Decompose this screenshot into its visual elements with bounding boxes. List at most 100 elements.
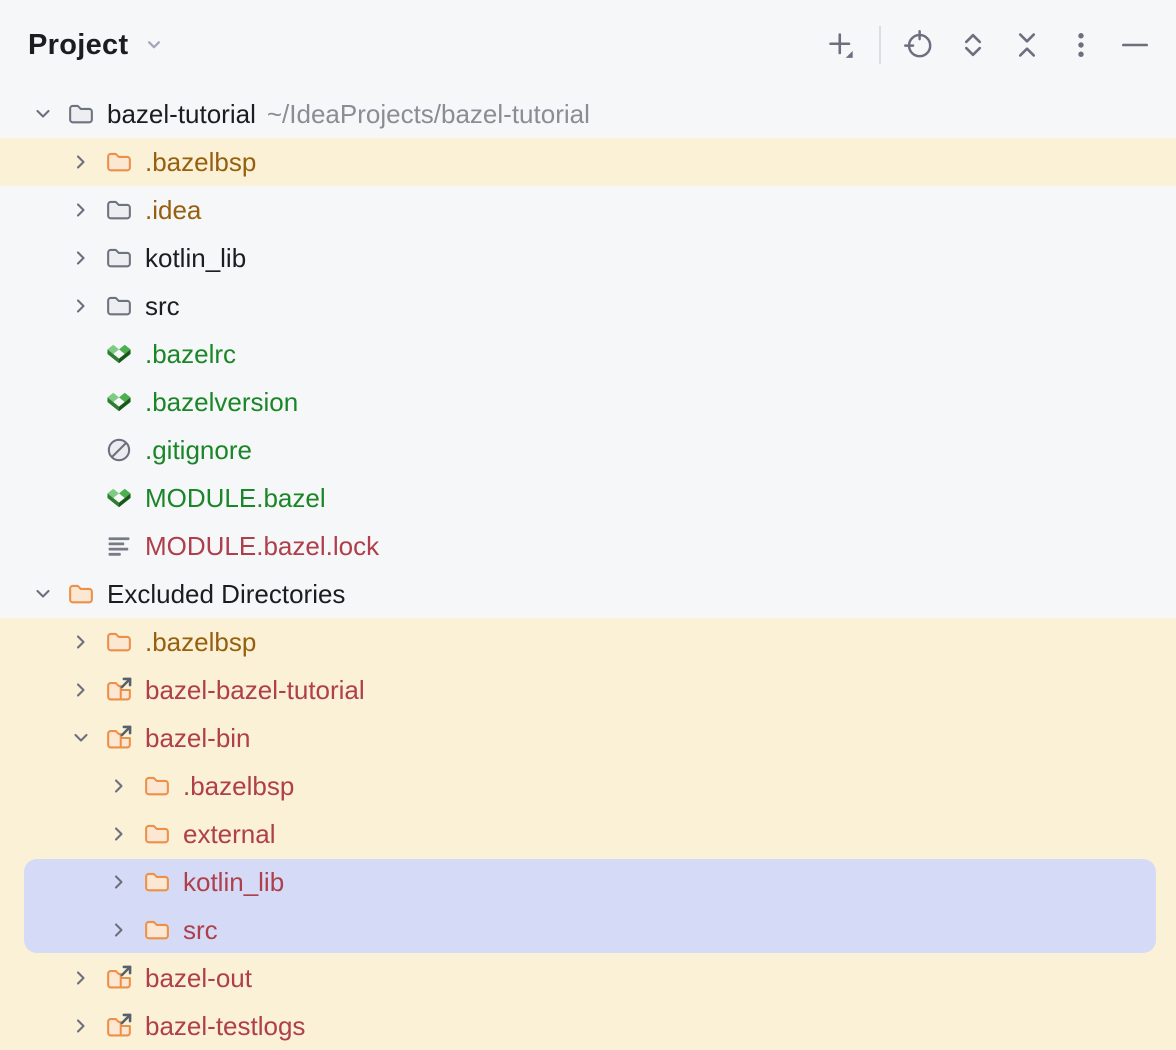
tree-row[interactable]: MODULE.bazel.lock bbox=[0, 522, 1176, 570]
chevron-right-icon[interactable] bbox=[68, 677, 94, 703]
excluded-folder-icon bbox=[142, 867, 172, 897]
chevron-right-icon[interactable] bbox=[68, 149, 94, 175]
chevron-right-icon[interactable] bbox=[106, 821, 132, 847]
tree-row[interactable]: Excluded Directories bbox=[0, 570, 1176, 618]
tree-row-label: bazel-out bbox=[145, 963, 252, 993]
tree-row-label: MODULE.bazel bbox=[145, 483, 326, 513]
selection-block: kotlin_lib src bbox=[0, 858, 1176, 954]
tree-row-label: Excluded Directories bbox=[107, 579, 346, 609]
tree-row-label: bazel-bazel-tutorial bbox=[145, 675, 365, 705]
tree-row[interactable]: .bazelbsp bbox=[0, 618, 1176, 666]
chevron-right-icon[interactable] bbox=[106, 773, 132, 799]
hide-icon bbox=[1122, 43, 1148, 47]
excluded-folder-icon bbox=[142, 915, 172, 945]
collapse-all-button[interactable] bbox=[1010, 28, 1044, 62]
chevron-right-icon[interactable] bbox=[68, 965, 94, 991]
chevron-down-icon[interactable] bbox=[30, 101, 56, 127]
tree-row-label: external bbox=[183, 819, 276, 849]
tree-row-label: .bazelversion bbox=[145, 387, 299, 417]
tree-row[interactable]: .bazelversion bbox=[0, 378, 1176, 426]
tree-row[interactable]: bazel-bazel-tutorial bbox=[0, 666, 1176, 714]
tree-row-label: bazel-testlogs bbox=[145, 1011, 306, 1041]
folder-icon bbox=[104, 291, 134, 321]
project-view-selector[interactable]: Project bbox=[28, 29, 168, 62]
add-button[interactable] bbox=[824, 28, 858, 62]
excluded-folder-icon bbox=[142, 771, 172, 801]
folder-icon bbox=[104, 195, 134, 225]
chevron-right-icon[interactable] bbox=[106, 917, 132, 943]
tree-row-label: .bazelbsp bbox=[183, 771, 295, 801]
tool-window-header: Project bbox=[0, 0, 1176, 90]
add-icon bbox=[829, 33, 853, 58]
tree-row[interactable]: .gitignore bbox=[0, 426, 1176, 474]
folder-icon bbox=[66, 99, 96, 129]
tree-row[interactable]: bazel-tutorial ~/IdeaProjects/bazel-tuto… bbox=[0, 90, 1176, 138]
tree-row[interactable]: src bbox=[0, 282, 1176, 330]
tree-row-label: src bbox=[145, 291, 180, 321]
tree-row-label: MODULE.bazel.lock bbox=[145, 531, 380, 561]
page-title: Project bbox=[28, 28, 129, 61]
tree-row-label: .bazelbsp bbox=[145, 147, 257, 177]
tree-row-label: src bbox=[183, 915, 218, 945]
locate-opened-file-icon bbox=[903, 29, 932, 58]
text-file-icon bbox=[104, 531, 134, 561]
chevron-right-icon[interactable] bbox=[68, 197, 94, 223]
tree-row-label: .gitignore bbox=[145, 435, 252, 465]
tree-row[interactable]: kotlin_lib bbox=[0, 234, 1176, 282]
symlinked-folder-icon bbox=[104, 675, 134, 705]
more-options-button[interactable] bbox=[1064, 28, 1098, 62]
expand-all-icon bbox=[964, 33, 982, 57]
chevron-down-icon bbox=[140, 31, 168, 59]
expand-all-button[interactable] bbox=[956, 28, 990, 62]
tree-row[interactable]: external bbox=[0, 810, 1176, 858]
tree-row[interactable]: MODULE.bazel bbox=[0, 474, 1176, 522]
excluded-folder-icon bbox=[142, 819, 172, 849]
excluded-folder-icon bbox=[104, 147, 134, 177]
tree-row[interactable]: src bbox=[0, 906, 1176, 954]
excluded-folder-icon bbox=[66, 579, 96, 609]
twisty-spacer bbox=[68, 437, 94, 463]
toolbar-separator bbox=[879, 26, 881, 64]
chevron-right-icon[interactable] bbox=[68, 1013, 94, 1039]
tree-row[interactable]: .bazelbsp bbox=[0, 762, 1176, 810]
twisty-spacer bbox=[68, 341, 94, 367]
bazel-file-icon bbox=[104, 339, 134, 369]
chevron-down-icon[interactable] bbox=[68, 725, 94, 751]
hide-tool-window-button[interactable] bbox=[1118, 28, 1152, 62]
twisty-spacer bbox=[68, 389, 94, 415]
tree-row-label: .bazelrc bbox=[145, 339, 237, 369]
tree-row-label: .bazelbsp bbox=[145, 627, 257, 657]
folder-icon bbox=[104, 243, 134, 273]
symlinked-folder-icon bbox=[104, 723, 134, 753]
chevron-down-icon[interactable] bbox=[30, 581, 56, 607]
twisty-spacer bbox=[68, 485, 94, 511]
collapse-all-icon bbox=[1018, 33, 1036, 57]
bazel-file-icon bbox=[104, 387, 134, 417]
chevron-right-icon[interactable] bbox=[106, 869, 132, 895]
locate-opened-file-button[interactable] bbox=[902, 28, 936, 62]
tree-row[interactable]: bazel-out bbox=[0, 954, 1176, 1002]
chevron-right-icon[interactable] bbox=[68, 629, 94, 655]
project-tree: bazel-tutorial ~/IdeaProjects/bazel-tuto… bbox=[0, 90, 1176, 1050]
tree-row-label: bazel-bin bbox=[145, 723, 251, 753]
excluded-folder-icon bbox=[104, 627, 134, 657]
tree-row-label: kotlin_lib bbox=[145, 243, 247, 273]
tree-row-label: bazel-tutorial bbox=[107, 99, 256, 129]
more-options-icon bbox=[1078, 33, 1084, 57]
tree-row[interactable]: .idea bbox=[0, 186, 1176, 234]
bazel-file-icon bbox=[104, 483, 134, 513]
symlinked-folder-icon bbox=[104, 963, 134, 993]
tree-row[interactable]: bazel-bin bbox=[0, 714, 1176, 762]
tree-row[interactable]: bazel-testlogs bbox=[0, 1002, 1176, 1050]
twisty-spacer bbox=[68, 533, 94, 559]
symlinked-folder-icon bbox=[104, 1011, 134, 1041]
chevron-right-icon[interactable] bbox=[68, 245, 94, 271]
tree-row[interactable]: .bazelbsp bbox=[0, 138, 1176, 186]
chevron-right-icon[interactable] bbox=[68, 293, 94, 319]
ignored-file-icon bbox=[104, 435, 134, 465]
tree-row-path: ~/IdeaProjects/bazel-tutorial bbox=[266, 99, 590, 129]
tree-row-label: .idea bbox=[145, 195, 202, 225]
tree-row[interactable]: kotlin_lib bbox=[0, 858, 1176, 906]
tree-row-label: kotlin_lib bbox=[183, 867, 285, 897]
tree-row[interactable]: .bazelrc bbox=[0, 330, 1176, 378]
